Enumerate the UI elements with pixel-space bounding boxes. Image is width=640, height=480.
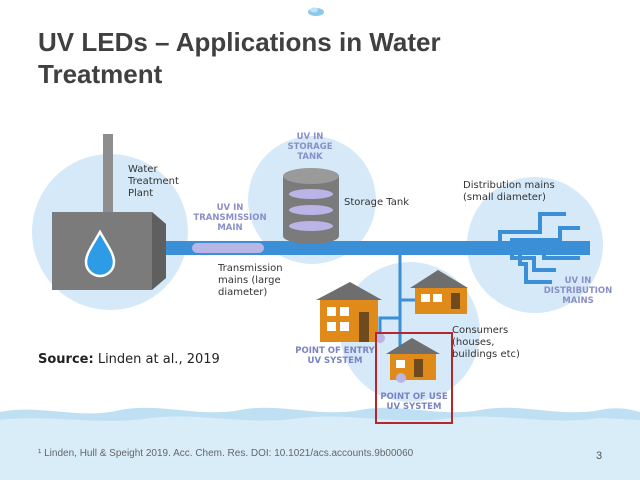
uv-use-lamp	[396, 373, 406, 383]
storage-tank-top	[283, 168, 339, 184]
source-citation: Source: Linden at al., 2019	[38, 352, 220, 367]
storage-tank-bottom	[283, 228, 339, 244]
house-2-body	[320, 300, 378, 342]
title-line-1: UV LEDs – Applications in Water	[38, 27, 441, 57]
distribution-label: Distribution mains (small diameter)	[463, 180, 555, 203]
uv-distribution-label: UV IN DISTRIBUTION MAINS	[543, 276, 613, 306]
source-label: Source:	[38, 352, 94, 367]
page-number: 3	[596, 450, 603, 462]
uv-storage-lamp-1	[289, 189, 333, 199]
uv-entry-lamp	[375, 333, 385, 343]
plant-label: Water Treatment Plant	[128, 164, 179, 199]
plant-chimney	[103, 134, 113, 212]
page-title: UV LEDs – Applications in Water Treatmen…	[38, 26, 598, 90]
uv-transmission-label: UV IN TRANSMISSION MAIN	[193, 203, 267, 233]
house-3-roof	[386, 338, 440, 354]
droplet-logo-icon	[308, 7, 324, 16]
distribution-mains	[488, 212, 580, 284]
storage-tank-label: Storage Tank	[344, 197, 410, 208]
consumers-label: Consumers (houses, buildings etc)	[452, 325, 520, 360]
plant-side	[152, 212, 166, 290]
house-1-roof	[410, 270, 468, 288]
transmission-label: Transmission mains (large diameter)	[218, 263, 283, 298]
uv-storage-lamp-2	[289, 205, 333, 215]
uv-storage-lamp-3	[289, 221, 333, 231]
source-text: Linden at al., 2019	[93, 352, 220, 367]
uv-transmission-lamp	[192, 243, 264, 253]
water-drop-icon	[84, 229, 116, 278]
footnote: ¹ Linden, Hull & Speight 2019. Acc. Chem…	[38, 448, 414, 459]
uv-entry-label: POINT OF ENTRY UV SYSTEM	[295, 346, 375, 366]
uv-use-label: POINT OF USE UV SYSTEM	[380, 392, 448, 412]
uv-storage-label: UV IN STORAGE TANK	[287, 132, 333, 162]
house-2-roof	[316, 282, 382, 300]
point-of-use-highlight-box	[375, 332, 453, 424]
title-line-2: Treatment	[38, 59, 163, 89]
